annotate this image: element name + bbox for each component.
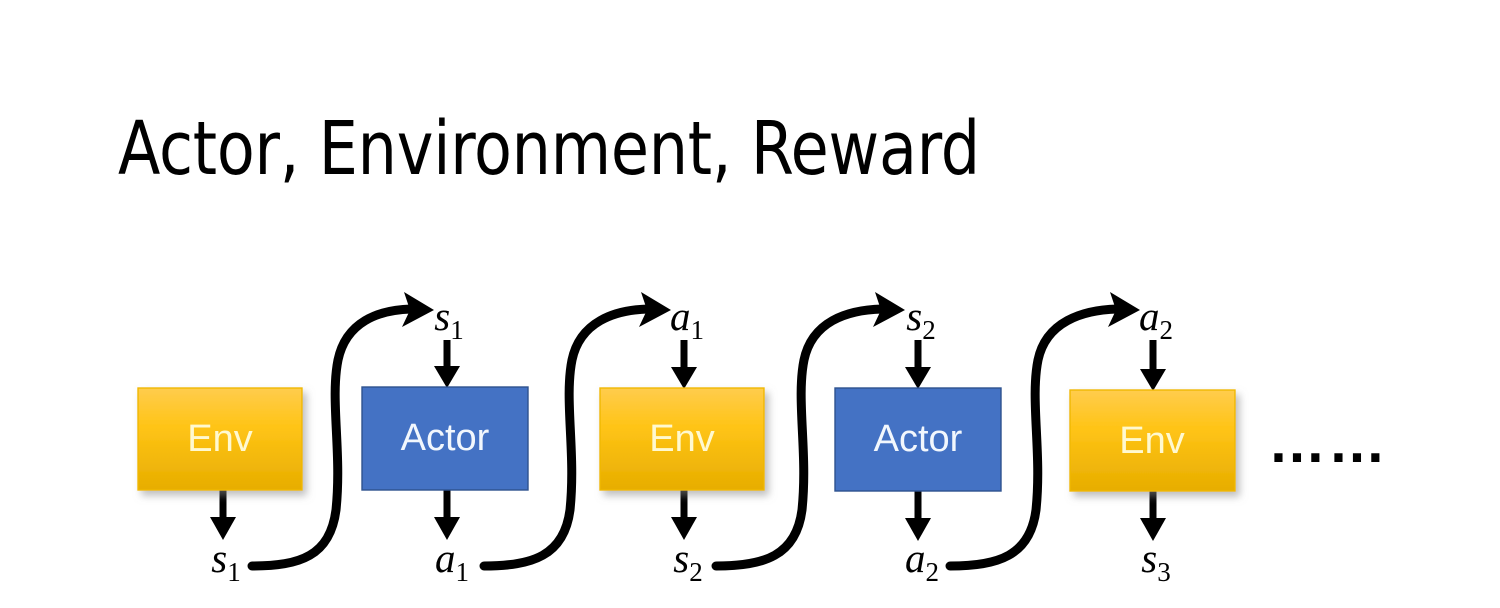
arrow-head-icon	[1108, 292, 1140, 327]
node-actor2-rect[interactable]	[834, 387, 1002, 492]
arrow-head-icon	[905, 518, 931, 541]
down-arrow-into-actor2	[905, 340, 931, 389]
down-arrow-into-actor1	[434, 340, 460, 388]
bottom-label-group: s1 a1 s2 a2 s3	[211, 535, 1170, 587]
arrow-head-icon	[671, 517, 697, 540]
top-label-group: s1 a1 s2 a2	[434, 293, 1173, 345]
top-label-s1: s1	[434, 293, 463, 345]
node-actor1-rect[interactable]	[361, 386, 529, 491]
node-actor2[interactable]: Actor	[834, 387, 1002, 492]
node-env1[interactable]: Env	[137, 387, 303, 491]
arrow-head-icon	[671, 367, 697, 389]
arrow-head-icon	[210, 517, 236, 540]
arrow-head-icon	[639, 292, 671, 327]
node-env3-rect[interactable]	[1069, 389, 1236, 492]
top-label-a1: a1	[670, 293, 704, 345]
node-env3-label: Env	[1119, 420, 1184, 462]
bottom-label-s3: s3	[1141, 535, 1170, 587]
bottom-label-a1: a1	[435, 535, 469, 587]
arrow-head-icon	[434, 517, 460, 540]
node-actor1[interactable]: Actor	[361, 386, 529, 491]
bottom-arrow-group	[210, 490, 1166, 541]
arrow-head-icon	[873, 292, 905, 327]
node-env1-label: Env	[187, 418, 252, 460]
node-actor2-label: Actor	[874, 418, 963, 460]
node-env2-label: Env	[649, 418, 714, 460]
arrow-head-icon	[402, 292, 434, 327]
arrow-head-icon	[1140, 369, 1166, 391]
down-arrow-into-env3	[1140, 340, 1166, 391]
connector-a1	[479, 292, 671, 571]
arrow-head-icon	[905, 367, 931, 389]
bottom-label-s1: s1	[211, 535, 240, 587]
connector-s2	[711, 292, 905, 571]
connector-a2	[945, 292, 1140, 571]
connector-s1	[247, 292, 434, 571]
trailing-ellipsis: ……	[1268, 410, 1388, 475]
arrow-head-icon	[434, 366, 460, 388]
top-label-a2: a2	[1139, 293, 1173, 345]
node-actor1-label: Actor	[401, 417, 490, 459]
top-arrow-group	[434, 340, 1166, 391]
down-arrow-into-env2	[671, 340, 697, 389]
down-arrow-out-env1	[210, 490, 236, 540]
page-title: Actor, Environment, Reward	[118, 106, 980, 192]
node-env2-rect[interactable]	[599, 387, 765, 491]
bottom-label-a2: a2	[905, 535, 939, 587]
node-env3[interactable]: Env	[1069, 389, 1236, 492]
down-arrow-out-env3	[1140, 491, 1166, 541]
connector-group	[247, 292, 1140, 571]
node-env2[interactable]: Env	[599, 387, 765, 491]
bottom-label-s2: s2	[673, 535, 702, 587]
arrow-head-icon	[1140, 518, 1166, 541]
down-arrow-out-env2	[671, 490, 697, 540]
down-arrow-out-actor1	[434, 490, 460, 540]
top-label-s2: s2	[906, 293, 935, 345]
down-arrow-out-actor2	[905, 491, 931, 541]
node-env1-rect[interactable]	[137, 387, 303, 491]
node-group: Env Actor Env Actor Env	[137, 386, 1236, 492]
